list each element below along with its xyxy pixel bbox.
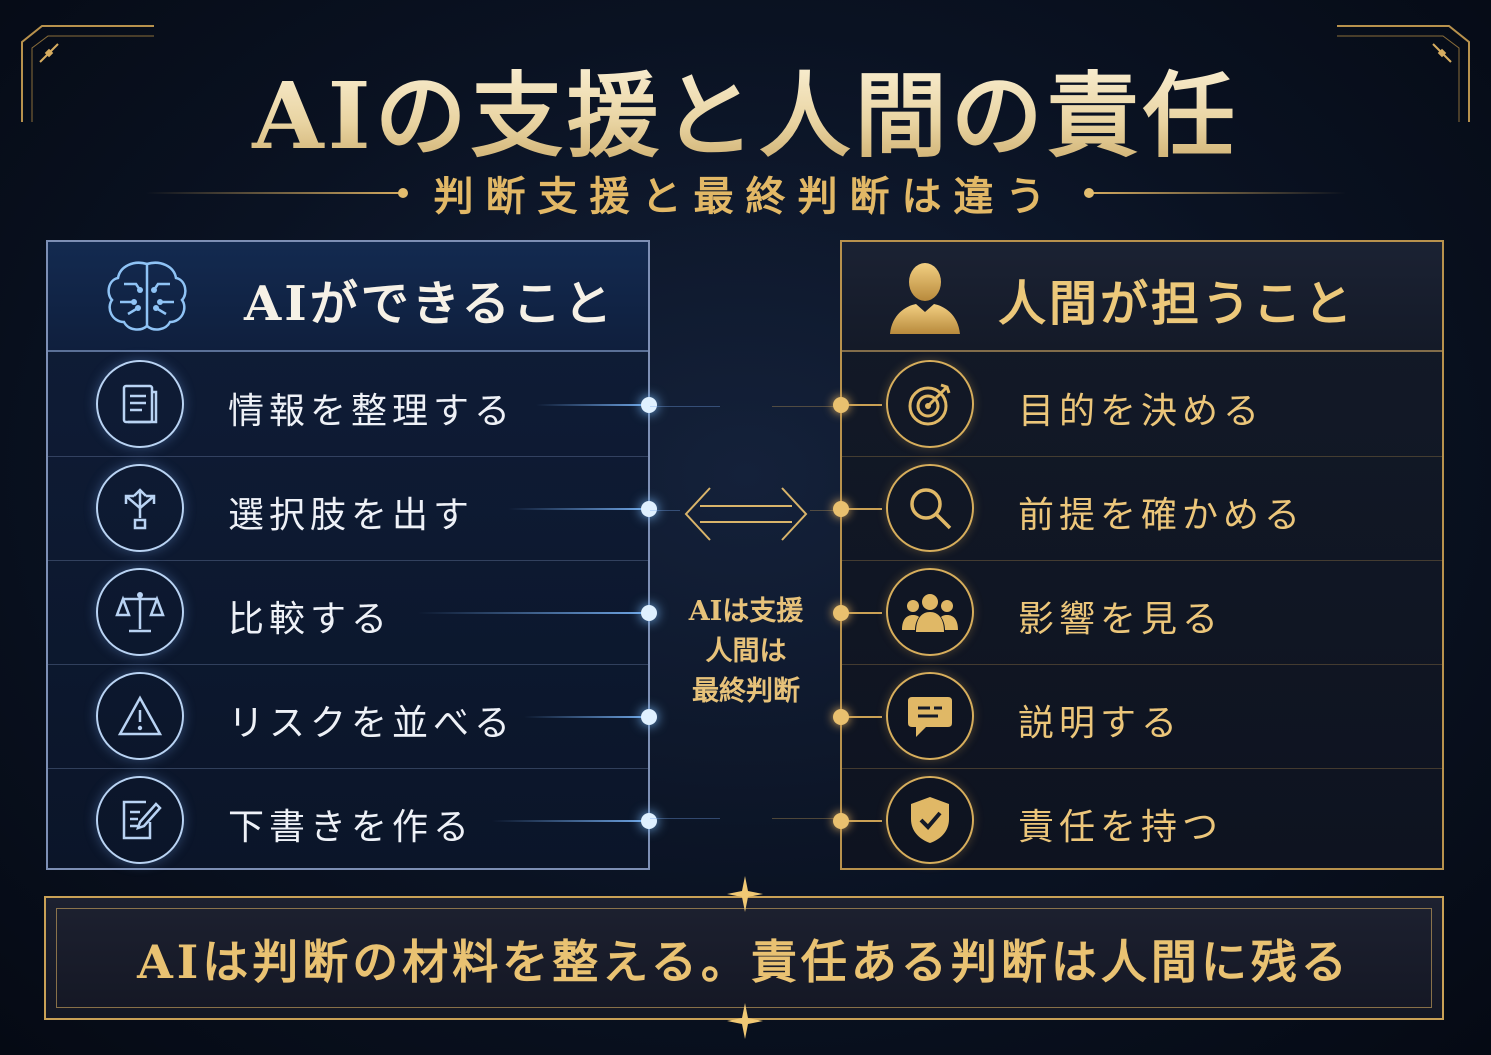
sparkle-icon [727, 876, 763, 912]
ai-item-label: 下書きを作る [228, 807, 475, 848]
banner-inner-border [56, 908, 1432, 1008]
human-item-label: 影響を見る [1018, 599, 1224, 640]
page-title: AIの支援と人間の責任 [0, 42, 1491, 175]
ai-item-icon-frame [96, 672, 184, 760]
ai-item-label: 比較する [228, 599, 393, 640]
ai-item-icon-frame [96, 360, 184, 448]
ai-panel-title: AIができること [244, 276, 615, 332]
connector-line [508, 508, 648, 510]
connector-dot [833, 813, 849, 829]
connector-dot [641, 501, 657, 517]
human-responsibilities-panel: 人間が担うこと 目的を決める 前提を確かめる 影響を見る 説明する [833, 240, 1444, 872]
connector-line [492, 820, 648, 822]
connector-line [842, 820, 882, 822]
connector-dot [833, 397, 849, 413]
brain-circuit-icon [107, 261, 187, 331]
pencil-document-icon [122, 800, 162, 840]
ai-item-label: リスクを並べる [228, 703, 516, 744]
ai-item-row: 比較する [48, 560, 657, 665]
ai-capabilities-panel: AIができること 情報を整理する 選択肢を出す 比較する リスクを並べる [46, 240, 657, 872]
ai-item-label: 選択肢を出す [228, 495, 475, 536]
speech-bubble-icon [908, 697, 952, 737]
target-icon [908, 383, 951, 426]
branching-arrows-icon [124, 488, 156, 530]
ai-item-row: リスクを並べる [48, 664, 657, 769]
human-item-icon-frame [886, 568, 974, 656]
human-item-label: 目的を決める [1018, 391, 1265, 432]
connector-dot [833, 709, 849, 725]
sparkle-icon [727, 1003, 763, 1039]
center-caption-line: 最終判断 [692, 676, 800, 707]
connector-dot [641, 605, 657, 621]
center-guide-line [650, 818, 720, 819]
balance-scale-icon [115, 592, 165, 633]
document-list-icon [122, 384, 158, 424]
ai-item-label: 情報を整理する [228, 391, 516, 432]
ai-item-icon-frame [96, 464, 184, 552]
center-guide-line [650, 406, 720, 407]
human-item-label: 説明する [1018, 703, 1183, 744]
person-icon [890, 263, 960, 334]
connector-line [842, 404, 882, 406]
connector-line [524, 716, 648, 718]
human-panel-title: 人間が担うこと [998, 276, 1356, 332]
conclusion-text: AIは判断の材料を整える。責任ある判断は人間に残る [137, 935, 1351, 989]
human-item-row: 目的を決める [833, 352, 1442, 457]
connector-dot [641, 397, 657, 413]
connector-dot [641, 813, 657, 829]
conclusion-banner: AIは判断の材料を整える。責任ある判断は人間に残る [44, 896, 1444, 1020]
human-item-row: 責任を持つ [833, 768, 1442, 872]
human-item-icon-frame [886, 776, 974, 864]
human-item-row: 影響を見る [833, 560, 1442, 665]
double-arrow-icon [684, 487, 808, 541]
page-subtitle: 判断支援と最終判断は違う [433, 173, 1058, 220]
corner-ornament-top-left [21, 25, 154, 122]
center-guide-line [810, 510, 840, 511]
connector-dot [641, 709, 657, 725]
human-item-row: 説明する [833, 664, 1442, 769]
human-item-icon-frame [886, 464, 974, 552]
corner-ornament-top-right [1337, 25, 1470, 122]
human-item-label: 前提を確かめる [1018, 495, 1306, 536]
center-guide-line [772, 406, 840, 407]
ai-item-row: 下書きを作る [48, 768, 657, 872]
center-caption-line: 人間は [705, 636, 787, 667]
connector-dot [833, 501, 849, 517]
people-group-icon [902, 594, 958, 632]
shield-check-icon [911, 797, 949, 843]
human-item-row: 前提を確かめる [833, 456, 1442, 561]
warning-triangle-icon [117, 695, 163, 736]
center-caption-line: AIは支援 [688, 596, 804, 627]
human-item-icon-frame [886, 360, 974, 448]
connector-dot [833, 605, 849, 621]
connector-line [842, 612, 882, 614]
human-item-label: 責任を持つ [1018, 807, 1224, 848]
center-guide-line [772, 818, 840, 819]
ai-item-icon-frame [96, 776, 184, 864]
ai-item-row: 選択肢を出す [48, 456, 657, 561]
ai-panel-header: AIができること [48, 242, 648, 352]
subtitle-row: 判断支援と最終判断は違う [0, 168, 1491, 220]
ai-item-row: 情報を整理する [48, 352, 657, 457]
connector-line [536, 404, 648, 406]
magnifier-icon [910, 488, 952, 530]
center-guide-line [650, 510, 680, 511]
subtitle-divider-right [1083, 188, 1346, 198]
ai-item-icon-frame [96, 568, 184, 656]
connector-line [418, 612, 648, 614]
connector-line [842, 716, 882, 718]
connector-line [842, 508, 882, 510]
human-panel-header: 人間が担うこと [842, 242, 1442, 352]
subtitle-divider-left [145, 188, 408, 198]
human-item-icon-frame [886, 672, 974, 760]
center-caption: AIは支援 人間は 最終判断 [660, 592, 832, 712]
